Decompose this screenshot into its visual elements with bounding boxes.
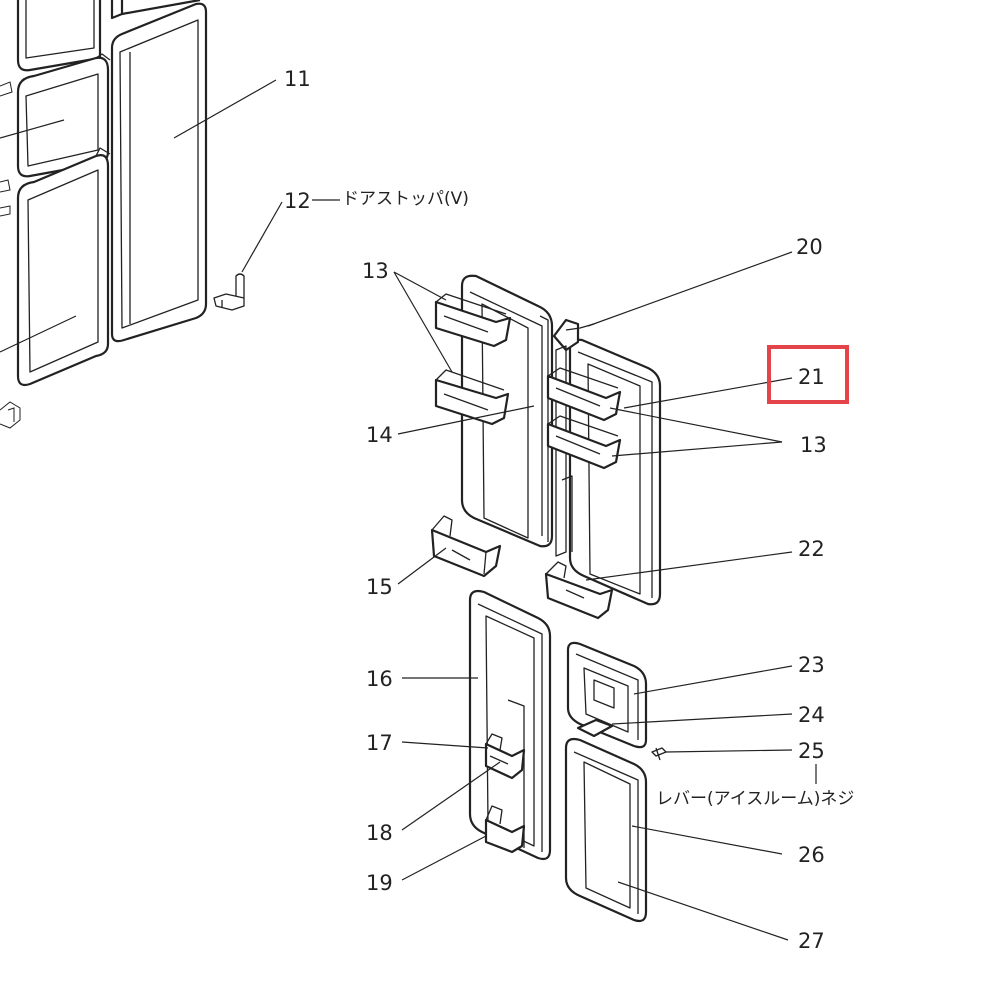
label-15: 15 xyxy=(366,575,393,599)
label-13-right: 13 xyxy=(800,433,827,457)
door-stopper-note: ドアストッパ(V) xyxy=(342,189,469,209)
door-stopper-part xyxy=(213,199,340,311)
label-27: 27 xyxy=(798,929,825,953)
label-22: 22 xyxy=(798,537,825,561)
label-16: 16 xyxy=(366,667,393,691)
right-door-with-pockets xyxy=(544,251,793,620)
lever-screw-note: レバー(アイスルーム)ネジ xyxy=(656,789,854,809)
label-21: 21 xyxy=(798,365,825,389)
label-14: 14 xyxy=(366,423,393,447)
lower-left-door xyxy=(401,589,552,881)
label-13-left: 13 xyxy=(362,259,389,283)
label-12: 12 xyxy=(284,189,311,213)
label-11: 11 xyxy=(284,67,311,91)
label-23: 23 xyxy=(798,653,825,677)
left-door-with-pockets xyxy=(393,271,554,585)
label-20: 20 xyxy=(796,235,823,259)
label-19: 19 xyxy=(366,871,393,895)
label-18: 18 xyxy=(366,821,393,845)
lower-right-doors xyxy=(564,641,817,941)
highlight-box-part-21 xyxy=(767,345,849,404)
left-door-assembly xyxy=(0,0,277,429)
label-17: 17 xyxy=(366,731,393,755)
label-24: 24 xyxy=(798,703,825,727)
label-26: 26 xyxy=(798,843,825,867)
label-25: 25 xyxy=(798,739,825,763)
